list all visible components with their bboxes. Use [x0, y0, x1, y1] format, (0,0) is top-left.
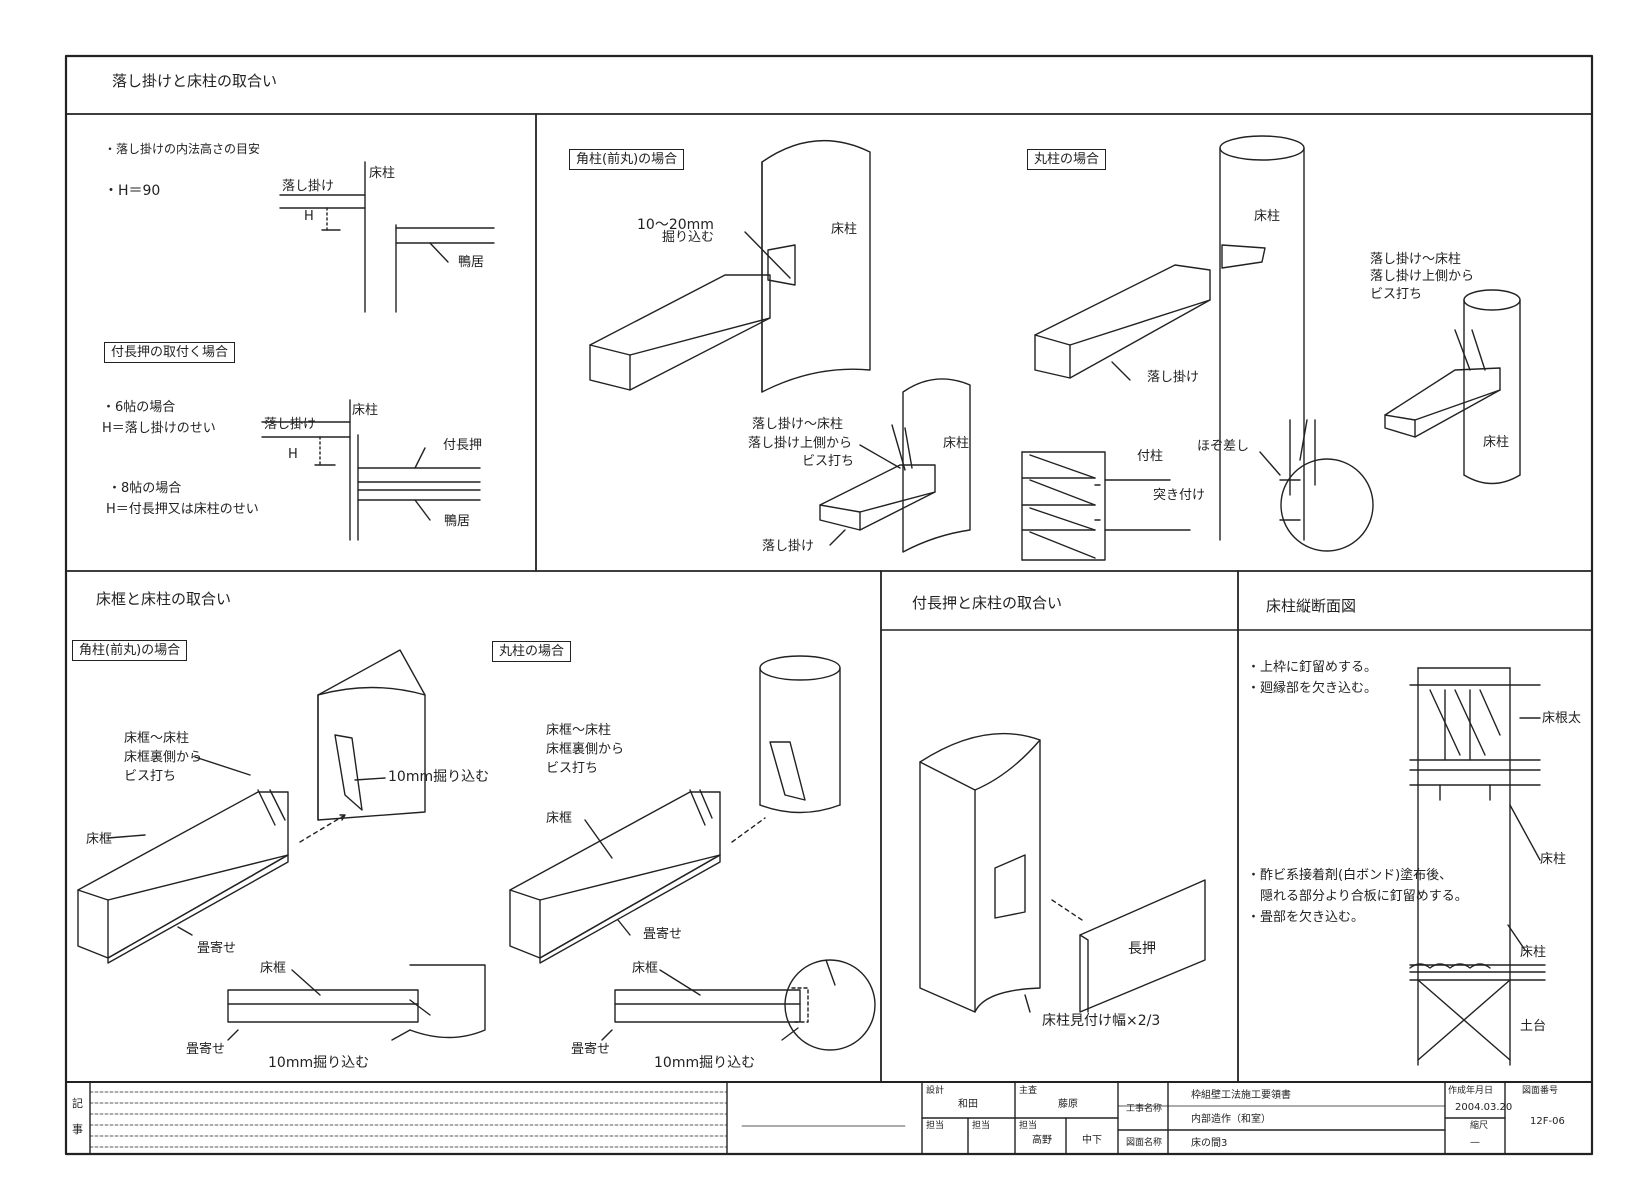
label-horikomi10-1: 10mm掘り込む [388, 769, 490, 785]
label-box-tsukenageshi: 付長押の取付く場合 [104, 342, 236, 363]
label-tokobashira-6: 床柱 [1483, 435, 1510, 450]
label-kb-a-2: 床框～床柱 [546, 723, 612, 738]
label-tokogamachi-2: 床框 [260, 961, 287, 976]
label-kamoi-2: 鴨居 [444, 514, 471, 529]
label-tokobashira-3: 床柱 [831, 222, 858, 237]
label-kb-b: 床框裏側から [124, 750, 203, 765]
note-bond: ・酢ビ系接着剤(白ボンド)塗布後、 [1247, 868, 1453, 883]
label-tokogamachi-4: 床框 [632, 961, 659, 976]
tb-tanto2: 担当 [972, 1121, 991, 1131]
note-6jo-h: H＝落し掛けのせい [102, 421, 216, 436]
tb-date-label: 作成年月日 [1448, 1086, 1494, 1096]
label-tokobashira-5: 床柱 [1254, 209, 1281, 224]
tb-num: 12F-06 [1530, 1116, 1565, 1127]
note-8jo: ・8帖の場合 [108, 481, 182, 496]
note-height-guide: ・落し掛けの内法高さの目安 [104, 142, 261, 156]
label-tokogamachi-3: 床框 [546, 811, 573, 826]
label-horikomi-range: 10～20mm [637, 217, 714, 233]
note-kugidome: 隠れる部分より合板に釘留めする。 [1260, 889, 1468, 904]
label-mitsuke: 床柱見付け幅×2/3 [1042, 1013, 1161, 1029]
label-tokonebuto: 床根太 [1542, 711, 1582, 726]
label-tatamiyose-1: 畳寄せ [197, 941, 237, 956]
label-box-square-post-2: 角柱(前丸)の場合 [72, 640, 188, 661]
label-kamoi-1: 鴨居 [458, 255, 485, 270]
note-tatami: ・畳部を欠き込む。 [1247, 910, 1365, 925]
label-hozosashi: ほぞ差し [1197, 439, 1250, 454]
label-tokogamachi-1: 床框 [86, 832, 113, 847]
tb-tanto3: 担当 [1019, 1121, 1038, 1131]
tb-shusa: 藤原 [1058, 1099, 1078, 1110]
label-kb-a: 床框～床柱 [124, 731, 190, 746]
tb-scale-label: 縮尺 [1470, 1121, 1489, 1131]
heading-tokogamachi-tokobashira: 床框と床柱の取合い [96, 590, 232, 608]
label-horikomi: 掘り込む [662, 230, 715, 245]
label-tokobashira-8: 床柱 [1520, 945, 1547, 960]
note-uwawaku: ・上枠に釘留めする。 [1247, 660, 1378, 675]
label-tsukenageshi-1: 付長押 [443, 438, 483, 453]
tb-tanto1: 担当 [926, 1121, 945, 1131]
label-tatamiyose-2: 畳寄せ [186, 1042, 226, 1057]
label-otoshigake-2: 落し掛け [264, 417, 317, 432]
tb-tanto3-name: 高野 [1032, 1135, 1052, 1146]
tb-ki: 記 [72, 1097, 83, 1110]
label-kb-b-2: 床框裏側から [546, 742, 625, 757]
label-tatamiyose-3: 畳寄せ [643, 927, 683, 942]
tb-zumen-label: 図面名称 [1126, 1138, 1163, 1148]
label-h-2: H [288, 447, 298, 462]
label-tsukeita: 付柱 [1137, 449, 1164, 464]
heading-otoshigake-tokobashira: 落し掛けと床柱の取合い [112, 72, 278, 90]
label-kb-c-2: ビス打ち [546, 761, 599, 776]
label-tsukitsuke: 突き付け [1153, 488, 1206, 503]
label-bis-b-2: 落し掛け上側から [1370, 269, 1475, 284]
label-kb-c: ビス打ち [124, 769, 177, 784]
label-bis-b: 落し掛け上側から [748, 436, 853, 451]
label-tatamiyose-4: 畳寄せ [571, 1042, 611, 1057]
label-horikomi10-2: 10mm掘り込む [268, 1055, 370, 1071]
tb-sekkei: 和田 [958, 1099, 978, 1110]
label-bis-c: ビス打ち [802, 454, 855, 469]
tb-naka: 中下 [1082, 1135, 1102, 1146]
label-nageshi: 長押 [1128, 941, 1156, 957]
tb-koji: 枠組壁工法施工要領書 [1191, 1090, 1291, 1101]
tb-naibu: 内部造作（和室） [1191, 1114, 1271, 1125]
label-tokobashira-1: 床柱 [369, 166, 396, 181]
tb-zumen: 床の間3 [1191, 1138, 1228, 1149]
heading-tsukenageshi-tokobashira: 付長押と床柱の取合い [912, 594, 1063, 612]
label-box-round-post: 丸柱の場合 [1027, 149, 1107, 170]
label-tokobashira-2: 床柱 [352, 403, 379, 418]
label-otoshigake-4: 落し掛け [1147, 370, 1200, 385]
label-bis-a-2: 落し掛け～床柱 [1370, 252, 1462, 267]
note-mawaribuchi: ・廻縁部を欠き込む。 [1247, 681, 1378, 696]
label-bis-a: 落し掛け～床柱 [752, 417, 844, 432]
tb-koji-label: 工事名称 [1126, 1104, 1163, 1114]
note-h-90: ・H＝90 [104, 183, 161, 199]
label-otoshigake-3: 落し掛け [762, 539, 815, 554]
label-bis-c-2: ビス打ち [1370, 287, 1423, 302]
label-horikomi10-3: 10mm掘り込む [654, 1055, 756, 1071]
label-box-round-post-2: 丸柱の場合 [492, 641, 572, 662]
tb-num-label: 図面番号 [1522, 1086, 1559, 1096]
tb-shusa-label: 主査 [1019, 1086, 1038, 1096]
tb-scale: — [1470, 1137, 1480, 1148]
note-8jo-h: H＝付長押又は床柱のせい [106, 502, 259, 517]
label-dodai: 土台 [1520, 1019, 1547, 1034]
tb-sekkei-label: 設計 [926, 1086, 945, 1096]
note-6jo: ・6帖の場合 [102, 400, 176, 415]
label-tokobashira-4: 床柱 [943, 436, 970, 451]
label-h-1: H [304, 209, 314, 224]
label-otoshigake-1: 落し掛け [282, 179, 335, 194]
tb-date: 2004.03.20 [1455, 1102, 1513, 1113]
label-box-square-post: 角柱(前丸)の場合 [569, 149, 685, 170]
heading-tokobashira-section: 床柱縦断面図 [1266, 597, 1357, 615]
label-tokobashira-7: 床柱 [1540, 852, 1567, 867]
tb-ji: 事 [72, 1123, 83, 1136]
